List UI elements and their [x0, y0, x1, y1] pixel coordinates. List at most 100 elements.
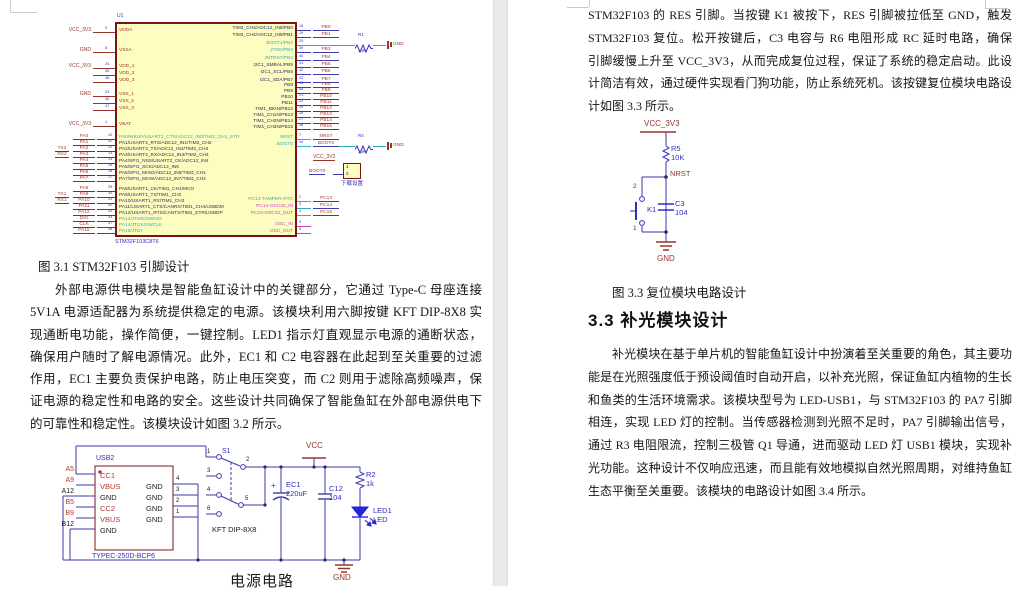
- pin-number: 38: [108, 227, 113, 231]
- vcc-net-label: VCC: [306, 441, 323, 450]
- wire: [297, 37, 311, 39]
- wire: [297, 201, 311, 202]
- pin-number: 1: [105, 119, 108, 124]
- pin-name: PA1/USART2_RTS/ADC12_IN1/TIM2_CH2: [119, 141, 212, 146]
- pin-name: PC14-OSC32_IN: [256, 204, 293, 209]
- crop-mark: [985, 8, 1008, 9]
- net-label: BOOT0: [309, 169, 326, 176]
- pin-name: PA11/USART1_CTS/CANRX/TIM1_CH4/USBDM: [119, 205, 224, 210]
- pin-number: 8: [105, 45, 108, 50]
- pin-number: 3: [207, 468, 211, 474]
- paragraph-line: STM32F103 的 RES 引脚。当按键 K1 被按下，RES 引脚被拉低至…: [588, 8, 1012, 22]
- pin-number: 15: [108, 163, 113, 167]
- crop-mark: [985, 0, 986, 8]
- net-label: PA7: [73, 176, 95, 183]
- wire: [373, 145, 386, 147]
- paragraph-line: 补光模块在基于单片机的智能鱼缸设计中扮演着至关重要的角色，其主要功: [612, 347, 1012, 361]
- pin-number: 18: [299, 24, 304, 28]
- usb-pin-label: VBUS: [100, 482, 121, 491]
- pin-name: PB9: [283, 89, 293, 94]
- net-label: PA5: [73, 164, 95, 171]
- figure-3-3-reset-circuit-schematic: VCC_3V3 R5 10K NRST 2 K1 1 C3 104 GND: [600, 118, 800, 284]
- pin-name: PA10/USART1_RX/TIM1_CH3: [119, 199, 185, 204]
- net-label: PA15: [73, 228, 95, 235]
- pin-number: 2: [346, 171, 349, 176]
- pin-name: PA0/WKUP/USART2_CTS/ADC12_IN0/TIM2_CH1_E…: [119, 135, 240, 140]
- net-label: PA9: [73, 192, 95, 199]
- pin-number: 45: [299, 81, 304, 85]
- figure-3-2-caption: 电源电路: [230, 574, 295, 590]
- k1-pin2-number: 2: [633, 183, 637, 190]
- net-label: RX2: [55, 152, 69, 159]
- wire: [297, 81, 311, 83]
- paragraph-reset-module: STM32F103 的 RES 引脚。当按键 K1 被按下，RES 引脚被拉低至…: [588, 2, 1012, 116]
- pin-number: 4: [176, 476, 180, 482]
- wire: [93, 102, 115, 104]
- pin-name: VSS_2: [119, 99, 134, 104]
- usb-pin-net: B12: [61, 521, 74, 528]
- wire: [297, 99, 311, 100]
- wire: [297, 67, 311, 68]
- pin-number: 6: [299, 226, 302, 231]
- net-label: VCC_3V3: [68, 27, 91, 33]
- gnd-bar-icon: [390, 42, 392, 48]
- usb-pin-label: CC1: [100, 471, 116, 480]
- net-label: BOOT0: [313, 141, 339, 147]
- pin-number: 29: [108, 185, 113, 189]
- pin-name: PB8: [283, 83, 293, 88]
- net-label: PB6: [313, 69, 339, 76]
- usb-pin-label: GND: [100, 526, 117, 535]
- led-refdes: LED1: [373, 506, 392, 515]
- pin-number: 37: [108, 221, 113, 225]
- pin-name: TIM3_CH4/ADC12_IN9/PB1: [232, 33, 293, 39]
- net-label: VCC_3V3: [68, 63, 91, 69]
- net-label: PA8: [73, 186, 95, 193]
- net-label: PA10: [73, 198, 95, 205]
- net-label: PB14: [313, 118, 339, 125]
- pin-number: 19: [299, 31, 304, 36]
- wire: [97, 221, 115, 222]
- reset-circuit-wires: [630, 131, 676, 251]
- pin-number: 4: [299, 209, 302, 213]
- paragraph-line: 能是在光照强度低于预设阈值时自动开启，以补充光照，保证鱼缸内植物的生长: [588, 369, 1012, 384]
- pin-number: 5: [245, 496, 249, 502]
- gnd-bar-icon: [387, 141, 389, 150]
- pin-number: 30: [108, 191, 113, 195]
- wire: [297, 117, 311, 118]
- pin-number: 2: [176, 498, 180, 504]
- pin-number: 3: [299, 202, 302, 206]
- r4-value: 10K: [358, 148, 367, 154]
- pin-number: 1: [207, 449, 211, 455]
- pin-name: JNTRST/PB4: [264, 55, 293, 61]
- usb-refdes: USB2: [96, 455, 115, 462]
- pin-number: 41: [299, 61, 304, 65]
- usb-pin-label: GND: [146, 515, 163, 524]
- net-label: PA12: [73, 210, 95, 217]
- pin-number: 44: [299, 139, 304, 144]
- ground-icon: [335, 564, 353, 573]
- wire: [297, 59, 311, 61]
- pin-name: PC15-OSC32_OUT: [250, 211, 293, 216]
- usb-pin-net: A5: [65, 466, 74, 473]
- net-label: GND: [79, 47, 91, 53]
- wire: [97, 169, 115, 170]
- pin-name: NRST: [279, 135, 293, 140]
- crop-mark: [567, 7, 589, 8]
- r5-value: 10K: [671, 153, 685, 162]
- net-label: TX1: [55, 192, 69, 199]
- wire: [297, 226, 311, 227]
- net-label: VCC_3V3: [68, 121, 91, 127]
- pin-number: 34: [108, 215, 113, 219]
- wire: [297, 44, 311, 46]
- net-label: PB5: [313, 62, 339, 69]
- gnd-net-label: GND: [393, 143, 404, 148]
- paragraph-line: 5V1A 电源适配器为系统提供稳定的电源。该模块利用六脚按键 KFT DIP-8…: [30, 305, 482, 320]
- pin-number: 1: [176, 509, 180, 515]
- r4-refdes: R4: [358, 132, 364, 138]
- usb-pin-label: VBUS: [100, 515, 121, 524]
- pin-number: 11: [108, 139, 112, 143]
- paragraph-line: 生态平衡至关重要。该模块的电路设计如图 3.4 所示。: [588, 483, 874, 498]
- gnd-net-label: GND: [393, 42, 404, 48]
